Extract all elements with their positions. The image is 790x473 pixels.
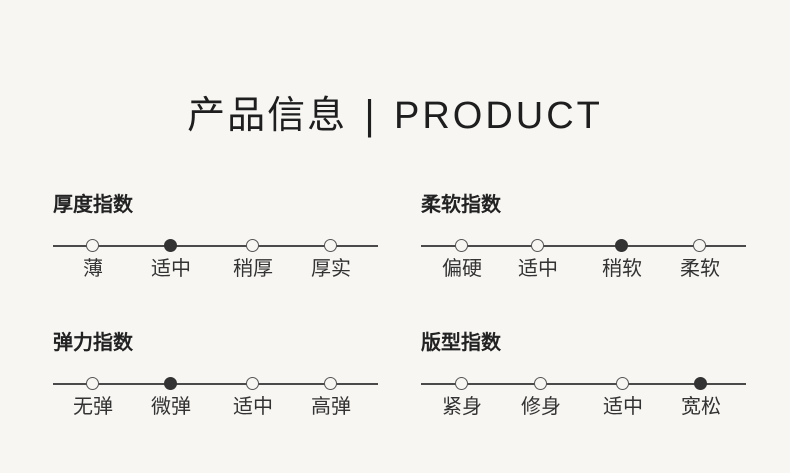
scale-dot-1[interactable] bbox=[455, 239, 468, 252]
scale-dot-3[interactable] bbox=[616, 377, 629, 390]
scale-dot-3-selected[interactable] bbox=[615, 239, 628, 252]
option-label: 宽松 bbox=[681, 394, 721, 418]
scale-dot-1[interactable] bbox=[86, 377, 99, 390]
option-label: 紧身 bbox=[442, 394, 482, 418]
title-chinese: 产品信息 bbox=[187, 93, 348, 137]
title-separator: | bbox=[363, 93, 378, 137]
group-heading: 厚度指数 bbox=[53, 192, 133, 216]
rating-scale bbox=[53, 238, 378, 254]
fit-index-group: 版型指数 紧身 修身 适中 宽松 bbox=[421, 326, 746, 436]
softness-index-group: 柔软指数 偏硬 适中 稍软 柔软 bbox=[421, 188, 746, 298]
scale-dot-2[interactable] bbox=[531, 239, 544, 252]
scale-dot-1[interactable] bbox=[86, 239, 99, 252]
thickness-index-group: 厚度指数 薄 适中 稍厚 厚实 bbox=[53, 188, 378, 298]
scale-dot-3[interactable] bbox=[246, 239, 259, 252]
option-label: 无弹 bbox=[73, 394, 113, 418]
scale-line bbox=[53, 383, 378, 385]
scale-dot-4[interactable] bbox=[693, 239, 706, 252]
scale-dot-2-selected[interactable] bbox=[164, 377, 177, 390]
option-label: 厚实 bbox=[311, 256, 351, 280]
option-label: 修身 bbox=[521, 394, 561, 418]
scale-dot-4-selected[interactable] bbox=[694, 377, 707, 390]
rating-scale bbox=[421, 376, 746, 392]
group-heading: 弹力指数 bbox=[53, 330, 133, 354]
group-heading: 柔软指数 bbox=[421, 192, 501, 216]
title-english: PRODUCT bbox=[393, 95, 603, 137]
option-label: 稍厚 bbox=[233, 256, 273, 280]
rating-scale bbox=[53, 376, 378, 392]
option-label: 柔软 bbox=[680, 256, 720, 280]
page-title: 产品信息 | PRODUCT bbox=[0, 84, 790, 139]
option-label: 适中 bbox=[603, 394, 643, 418]
rating-scale bbox=[421, 238, 746, 254]
option-label: 高弹 bbox=[311, 394, 351, 418]
option-label: 适中 bbox=[233, 394, 273, 418]
scale-line bbox=[53, 245, 378, 247]
scale-dot-3[interactable] bbox=[246, 377, 259, 390]
option-label: 微弹 bbox=[151, 394, 191, 418]
option-label: 适中 bbox=[151, 256, 191, 280]
option-label: 稍软 bbox=[602, 256, 642, 280]
elasticity-index-group: 弹力指数 无弹 微弹 适中 高弹 bbox=[53, 326, 378, 436]
scale-line bbox=[421, 245, 746, 247]
scale-dot-1[interactable] bbox=[455, 377, 468, 390]
scale-dot-2-selected[interactable] bbox=[164, 239, 177, 252]
option-label: 偏硬 bbox=[442, 256, 482, 280]
group-heading: 版型指数 bbox=[421, 330, 501, 354]
scale-dot-4[interactable] bbox=[324, 239, 337, 252]
scale-line bbox=[421, 383, 746, 385]
option-label: 薄 bbox=[83, 256, 103, 280]
scale-dot-4[interactable] bbox=[324, 377, 337, 390]
scale-dot-2[interactable] bbox=[534, 377, 547, 390]
option-label: 适中 bbox=[518, 256, 558, 280]
